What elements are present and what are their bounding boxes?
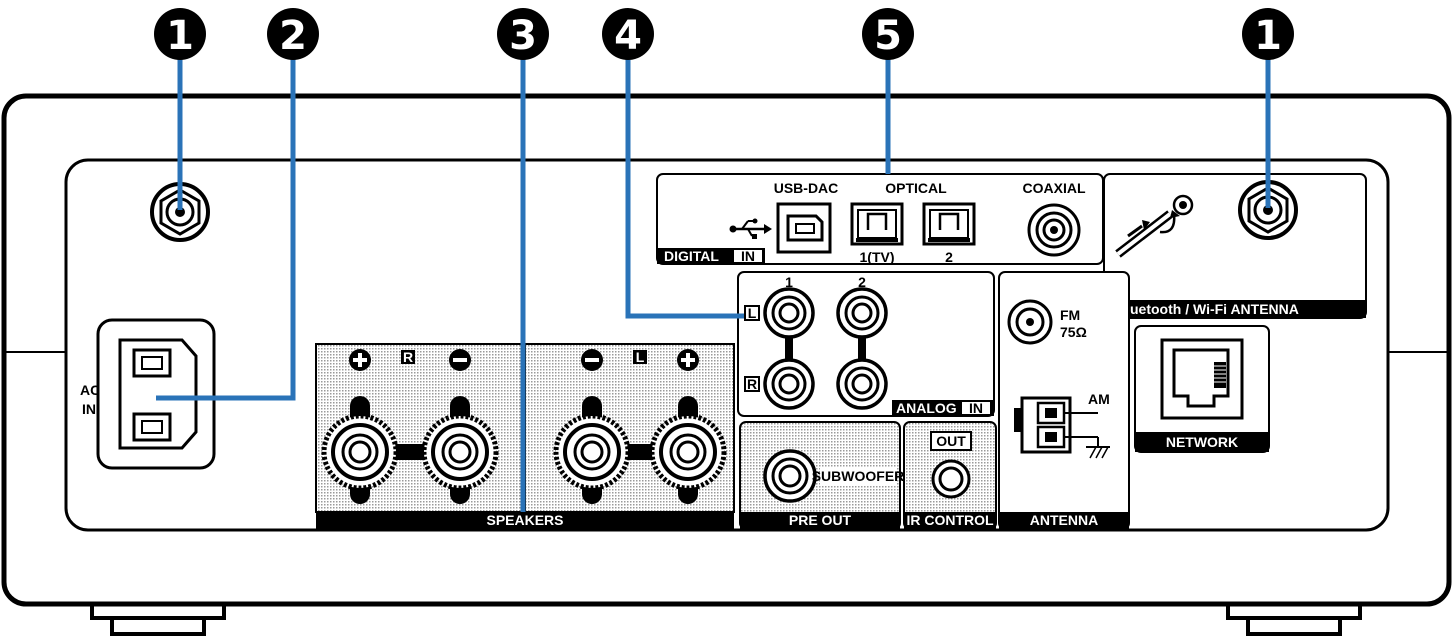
analog-2-r-jack[interactable] — [836, 358, 888, 410]
analog-2-l-jack[interactable] — [836, 287, 888, 339]
ac-inlet[interactable] — [96, 318, 216, 470]
digital-in-block: DIGITAL IN USB-DAC OPTICAL COAXIAL 1 — [656, 173, 1104, 265]
analog-label: ANALOG — [896, 400, 957, 416]
analog-col-1: 1 — [785, 274, 793, 290]
fm-label: FM — [1060, 307, 1080, 323]
optical-1-label: 1(TV) — [860, 249, 895, 265]
optical-port-2[interactable] — [922, 202, 976, 246]
antenna-connector-left[interactable] — [150, 182, 210, 242]
bt-wifi-label: Bluetooth / Wi-Fi ANTENNA — [1116, 301, 1299, 317]
subwoofer-jack[interactable] — [763, 449, 817, 503]
network-block: NETWORK — [1134, 325, 1270, 453]
bt-wifi-antenna-block: Bluetooth / Wi-Fi ANTENNA — [1103, 173, 1367, 319]
analog-1-r-jack[interactable] — [763, 358, 815, 410]
analog-r-marker: R — [747, 376, 757, 392]
fm-am-antenna-block: ANTENNA FM 75Ω AM — [998, 271, 1130, 530]
analog-col-2: 2 — [858, 274, 866, 290]
callout-4: 4 — [602, 8, 654, 60]
ground-icon — [1064, 436, 1110, 459]
antenna-label: ANTENNA — [1030, 512, 1098, 528]
analog-in-block: ANALOG IN 1 2 L R — [737, 271, 995, 417]
usb-icon — [729, 218, 772, 239]
am-antenna-terminal[interactable] — [1014, 396, 1072, 454]
fm-antenna-jack[interactable] — [1007, 299, 1053, 345]
antenna-connector-right[interactable] — [1238, 180, 1298, 240]
speaker-terminal-l-plus[interactable] — [649, 396, 727, 504]
coaxial-port[interactable] — [1027, 203, 1081, 257]
speakers-label: SPEAKERS — [486, 512, 563, 528]
ir-control-label: IR CONTROL — [906, 512, 994, 528]
callout-1-left: 1 — [154, 8, 206, 60]
minus-icon — [449, 349, 471, 371]
svg-text:2: 2 — [279, 13, 307, 59]
speaker-r-marker: R — [403, 349, 413, 365]
digital-label: DIGITAL — [664, 248, 719, 264]
svg-text:4: 4 — [614, 13, 642, 59]
usb-dac-port[interactable] — [776, 202, 832, 254]
ir-control-block: IR CONTROL OUT — [903, 421, 997, 530]
analog-l-marker: L — [748, 305, 757, 321]
callout-2: 2 — [267, 8, 319, 60]
ac-in-label-1: AC — [80, 382, 100, 398]
optical-label: OPTICAL — [885, 180, 947, 196]
am-label: AM — [1088, 391, 1110, 407]
svg-text:1: 1 — [1254, 13, 1282, 59]
callout-5: 5 — [862, 8, 914, 60]
pre-out-block: PRE OUT SUBWOOFER — [739, 421, 905, 530]
plus-icon — [349, 349, 371, 371]
callout-leaders — [156, 56, 1271, 512]
callout-1-right: 1 — [1242, 8, 1294, 60]
ac-in-label-2: IN — [82, 401, 96, 417]
usb-dac-label: USB-DAC — [774, 180, 839, 196]
subwoofer-label: SUBWOOFER — [812, 468, 905, 484]
ir-out-jack[interactable] — [931, 459, 971, 499]
optical-port-1[interactable] — [850, 202, 904, 246]
speaker-l-marker: L — [636, 349, 645, 365]
speaker-terminal-r-plus[interactable] — [321, 396, 399, 504]
analog-1-l-jack[interactable] — [763, 287, 815, 339]
antenna-attach-icon — [1115, 194, 1194, 258]
svg-text:1: 1 — [166, 13, 194, 59]
plus-icon — [677, 349, 699, 371]
ir-out-label: OUT — [936, 433, 966, 449]
network-label: NETWORK — [1166, 434, 1238, 450]
fm-ohm-label: 75Ω — [1060, 324, 1087, 340]
callout-3: 3 — [497, 8, 549, 60]
analog-in-label: IN — [969, 400, 983, 416]
speaker-terminal-l-minus[interactable] — [553, 396, 631, 504]
optical-2-label: 2 — [945, 249, 953, 265]
coaxial-label: COAXIAL — [1023, 180, 1086, 196]
svg-text:3: 3 — [509, 13, 537, 59]
pre-out-label: PRE OUT — [789, 512, 852, 528]
svg-text:5: 5 — [874, 13, 902, 59]
minus-icon — [581, 349, 603, 371]
network-port[interactable] — [1160, 338, 1244, 420]
digital-in-label: IN — [741, 248, 755, 264]
speaker-terminal-r-minus[interactable] — [421, 396, 499, 504]
